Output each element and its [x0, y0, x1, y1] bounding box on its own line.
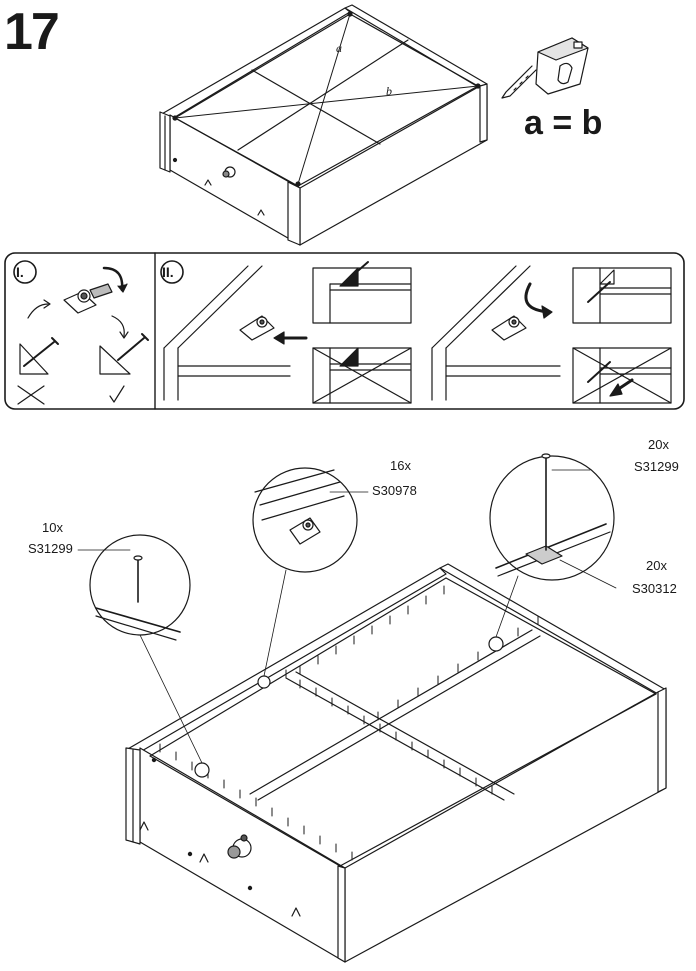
callout-2-code: S30978: [372, 483, 417, 498]
arrow-icon: [27, 303, 49, 319]
callout-nail-left: [77, 534, 210, 778]
diag-a-label: a: [336, 41, 342, 55]
arrow-icon: [111, 315, 125, 337]
callout-nail-plate: [488, 453, 617, 652]
panel-joint-diagram: [163, 265, 308, 401]
instruction-panel: I. II.: [4, 252, 685, 410]
detail-correct-box-2: [572, 267, 672, 324]
tape-measure-icon: [501, 37, 589, 99]
top-drawer-diagram: a b: [159, 4, 488, 246]
detail-wrong-box-2: [572, 347, 672, 404]
callout-2-qty: 16x: [390, 458, 411, 473]
callout-1-code: S31299: [28, 541, 73, 556]
callout-3-qty: 20x: [648, 437, 669, 452]
screw-correct-icon: [99, 333, 149, 403]
diagonal-equality-formula: a = b: [524, 104, 603, 142]
callout-4-code: S30312: [632, 581, 677, 596]
large-drawer-diagram: [125, 563, 667, 963]
cam-lock-icon: [63, 266, 128, 314]
callout-4-qty: 20x: [646, 558, 667, 573]
callout-3-code: S31299: [634, 459, 679, 474]
panel-joint-diagram-2: [431, 265, 561, 401]
screw-wrong-icon: [17, 337, 59, 405]
step-number: 17: [4, 3, 60, 61]
detail-wrong-box: [312, 347, 412, 404]
part-two-label: II.: [162, 264, 174, 280]
part-one-label: I.: [16, 264, 24, 280]
callout-cam-dowel: [252, 467, 369, 689]
detail-correct-box: [312, 261, 412, 324]
nail-markers: [159, 585, 539, 861]
callout-1-qty: 10x: [42, 520, 63, 535]
arrowhead-icon: [43, 299, 51, 309]
diag-b-label: b: [386, 84, 392, 98]
arrowhead-icon: [119, 331, 129, 339]
